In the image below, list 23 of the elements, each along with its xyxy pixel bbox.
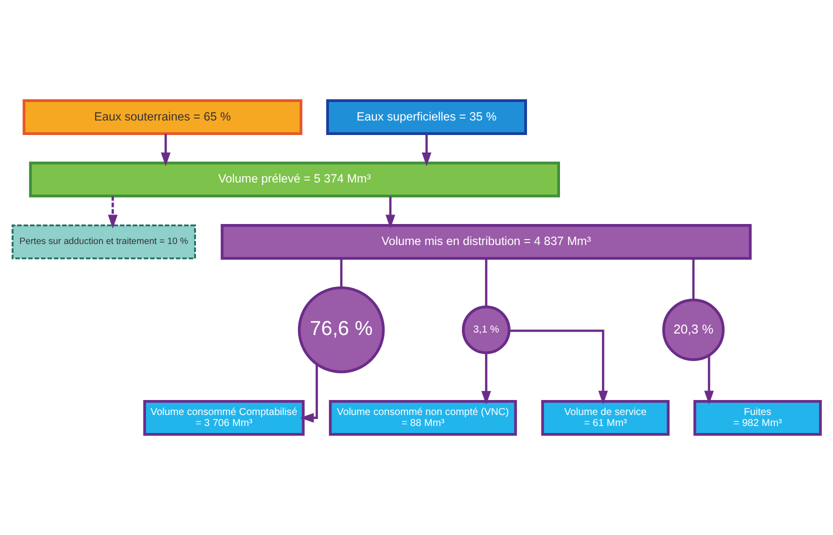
arrow <box>704 355 714 405</box>
node-box: Pertes sur adduction et traitement = 10 % <box>12 224 196 260</box>
arrow <box>481 352 492 405</box>
node-box: Eaux superficielles = 35 % <box>326 99 527 136</box>
node-box: Volume mis en distribution = 4 837 Mm³ <box>220 224 752 260</box>
node-circle: 20,3 % <box>662 298 725 362</box>
arrow <box>108 196 118 229</box>
arrow <box>509 330 608 404</box>
connector <box>692 258 695 300</box>
node-box: Volume prélevé = 5 374 Mm³ <box>29 162 560 198</box>
node-circle: 3,1 % <box>462 306 510 354</box>
node-box: Fuites = 982 Mm³ <box>693 400 822 436</box>
connector <box>485 258 488 307</box>
connector <box>340 258 342 288</box>
arrow <box>386 196 396 229</box>
node-box: Volume consommé Comptabilisé = 3 706 Mm³ <box>143 400 305 436</box>
node-box: Eaux souterraines = 65 % <box>22 99 302 136</box>
arrow <box>300 364 318 423</box>
node-box: Volume de service = 61 Mm³ <box>541 400 670 436</box>
node-circle: 76,6 % <box>298 286 385 374</box>
node-box: Volume consommé non compté (VNC) = 88 Mm³ <box>328 400 517 436</box>
arrow <box>422 134 432 166</box>
arrow <box>160 134 171 166</box>
